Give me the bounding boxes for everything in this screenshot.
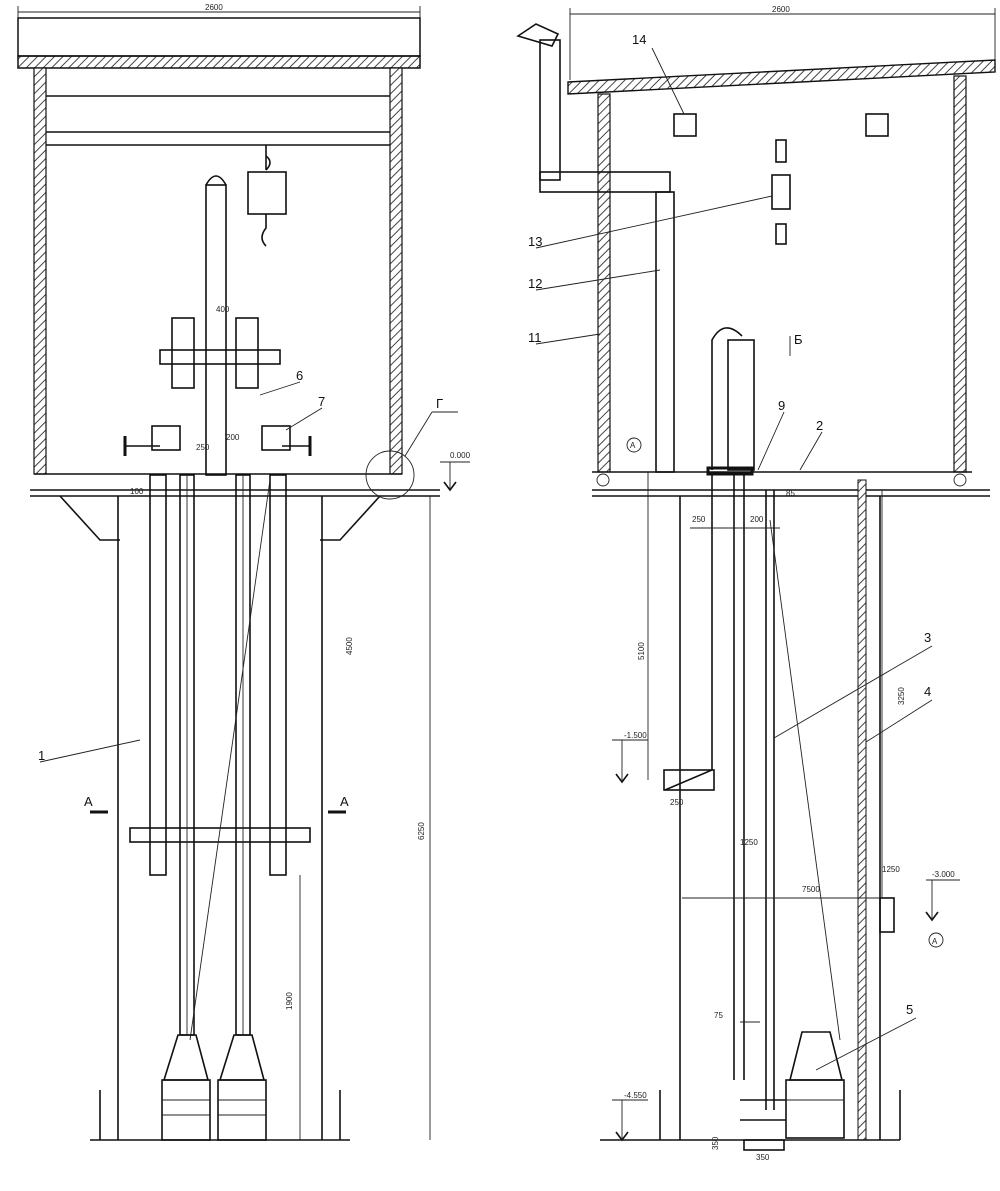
right-callout-5: 5: [906, 1002, 913, 1017]
right-dim-200: 200: [750, 515, 764, 524]
left-pipe-dim-1: 400: [216, 305, 230, 314]
left-hoist: [247, 145, 287, 247]
left-dim-1: 4500: [345, 637, 354, 655]
left-roof-slab: [17, 55, 421, 69]
right-wall-left: [597, 93, 611, 473]
right-level-3: -4.550: [624, 1091, 647, 1100]
right-vent-pipe: [516, 23, 675, 473]
right-light-2: [865, 113, 889, 137]
right-circle-mark-1: А: [630, 441, 636, 450]
left-top-dim-text: 2600: [205, 3, 223, 12]
right-pump: [740, 1031, 845, 1151]
left-callout-1: 1: [38, 748, 45, 763]
left-valve-assembly: [123, 317, 312, 456]
left-pipe-dim-2: 250: [196, 443, 210, 452]
right-wall-right: [953, 75, 967, 473]
right-light-1: [673, 113, 697, 137]
right-top-dim-text: 2600: [772, 5, 790, 14]
left-dim-2: 6250: [417, 822, 426, 840]
right-shaft-pipes: [663, 474, 841, 1110]
left-elevation-view: 2600: [17, 3, 471, 1141]
left-riser-pipes: [149, 474, 287, 1041]
left-wall-left: [33, 67, 47, 475]
right-elevation-view: 2600: [516, 5, 996, 1162]
left-callout-g: Г: [436, 396, 443, 411]
left-pipe-dim-4: 100: [130, 487, 144, 496]
right-circle-mark-1-shape: [626, 437, 642, 453]
right-callout-9: 9: [778, 398, 785, 413]
right-roof: [567, 59, 996, 95]
left-shaft: [59, 495, 381, 1141]
right-shaft: [600, 479, 944, 1141]
right-callout-12: 12: [528, 276, 542, 291]
right-callout-13: 13: [528, 234, 542, 249]
right-valve-stack: [706, 327, 755, 476]
right-callout-3: 3: [924, 630, 931, 645]
right-level-2: -3.000: [932, 870, 955, 879]
right-callout-14: 14: [632, 32, 646, 47]
right-callout-2: 2: [816, 418, 823, 433]
right-dim-350b: 350: [756, 1153, 770, 1162]
right-top-dimension: 2600: [569, 5, 996, 80]
left-pipe-dim-3: 200: [226, 433, 240, 442]
left-level-mark: 0.000: [450, 451, 471, 460]
right-dim-1250a: 1250: [740, 838, 758, 847]
left-pumps: [161, 1034, 267, 1141]
left-callout-7: 7: [318, 394, 325, 409]
left-roof-cap: [17, 17, 421, 57]
left-top-dimension: 2600: [17, 3, 421, 30]
left-wall-right: [389, 67, 403, 475]
right-dim-5100: 5100: [637, 642, 646, 660]
left-section-mark-a2: A: [340, 794, 349, 809]
right-dim-7500: 7500: [802, 885, 820, 894]
left-dim-3: 1900: [285, 992, 294, 1010]
right-callout-b: Б: [794, 332, 803, 347]
right-dim-250: 250: [692, 515, 706, 524]
right-circle-mark-2: А: [932, 937, 938, 946]
right-dim-250b: 250: [670, 798, 684, 807]
right-dim-350a: 350: [711, 1136, 720, 1150]
left-callout-6: 6: [296, 368, 303, 383]
right-dim-3250: 3250: [897, 687, 906, 705]
left-section-mark-a1: A: [84, 794, 93, 809]
right-callout-4: 4: [924, 684, 931, 699]
right-hoist: [771, 139, 791, 245]
right-dim-75: 75: [714, 1011, 723, 1020]
right-dim-1250b: 1250: [882, 865, 900, 874]
right-level-1: -1.500: [624, 731, 647, 740]
right-dim-85: 85: [786, 489, 795, 498]
right-callout-11: 11: [528, 330, 542, 345]
